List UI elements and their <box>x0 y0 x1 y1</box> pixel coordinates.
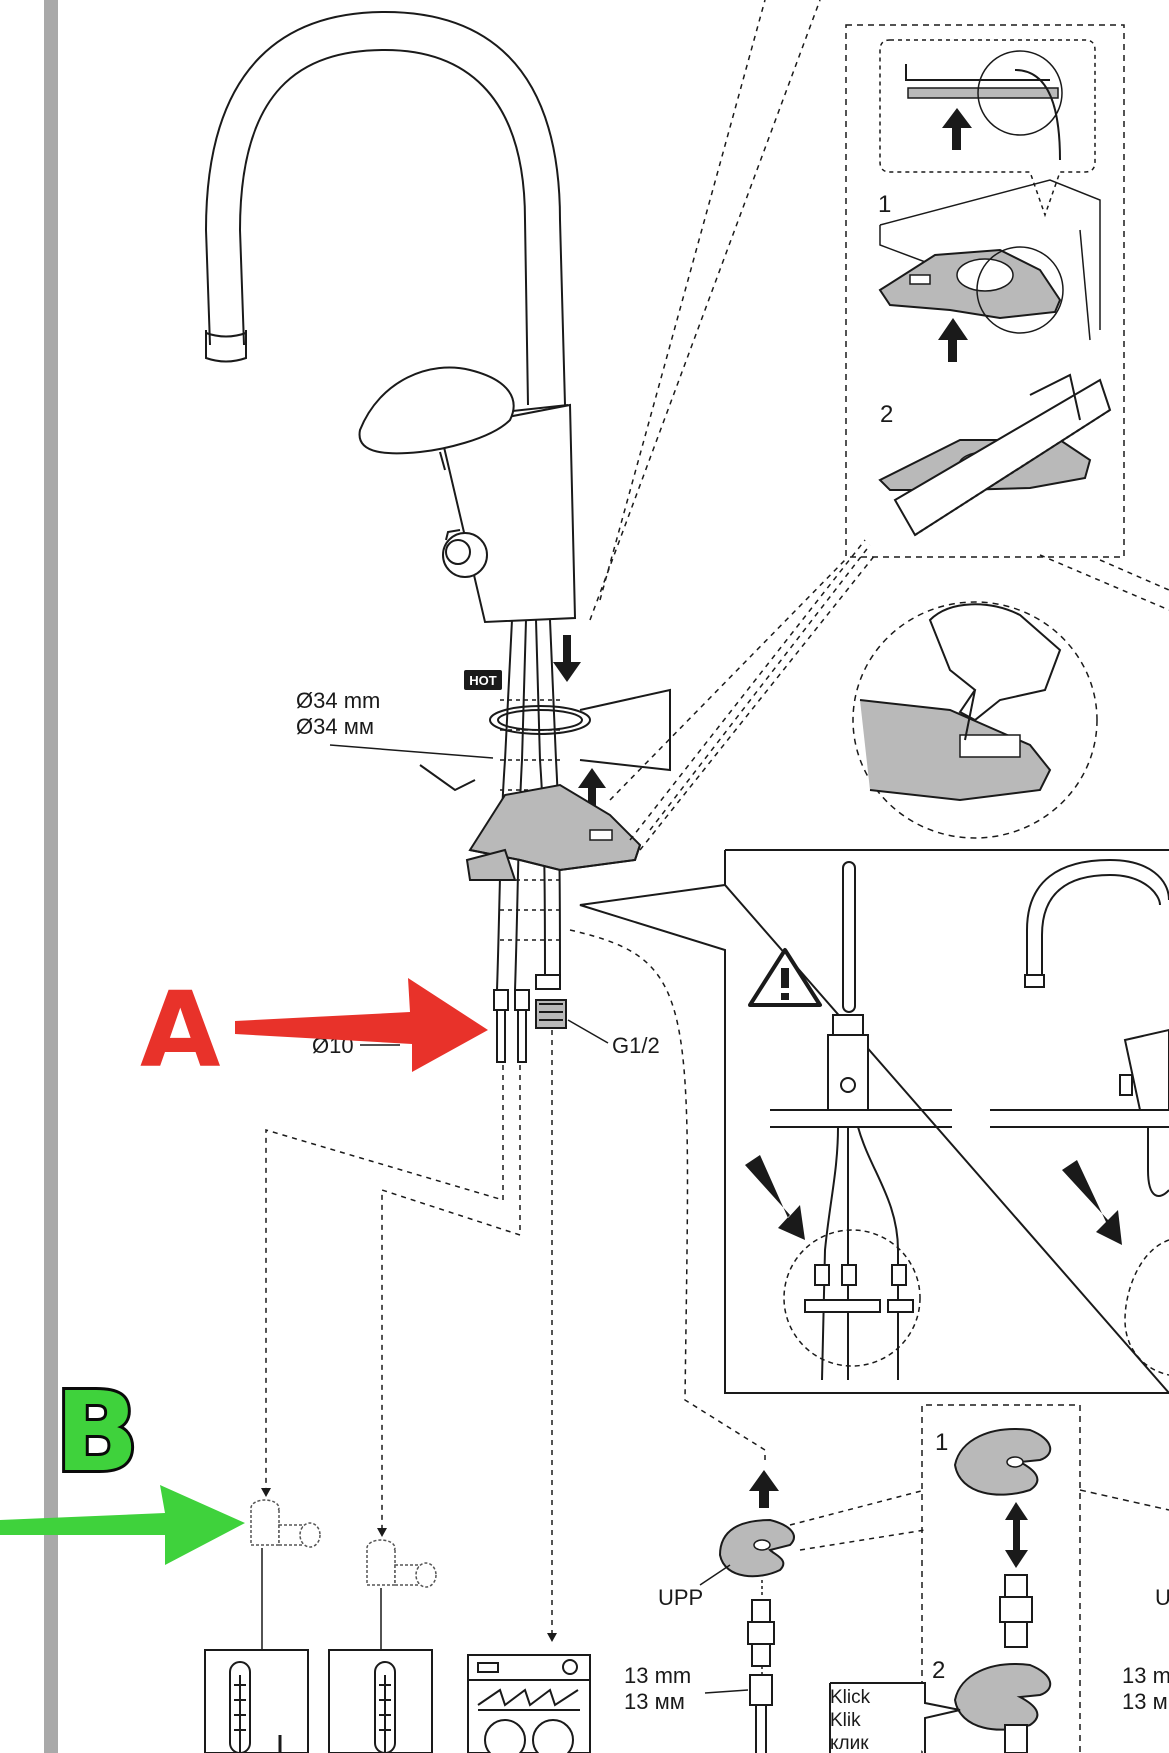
diagonal-arrow-icon <box>1062 1160 1122 1245</box>
cut-u-label: U <box>1155 1585 1169 1610</box>
margin-bar <box>44 0 58 1753</box>
ring-diameter-label-cyr: Ø34 мм <box>296 714 374 739</box>
thread-label: G1/2 <box>612 1033 660 1058</box>
callout-a: A <box>138 967 488 1093</box>
warning-panel <box>579 849 1169 1394</box>
wrench-size-label-cyr: 13 мм <box>624 1689 685 1714</box>
step-2-label: 2 <box>880 401 893 428</box>
click-label-3: клик <box>830 1733 869 1753</box>
o-ring <box>329 688 671 792</box>
callout-a-letter: A <box>140 969 221 1091</box>
valves-and-appliances <box>204 1499 591 1753</box>
cutting-instructions-panel: 1 2 <box>845 24 1125 558</box>
callout-b: B <box>0 1365 245 1565</box>
wrench-size-label: 13 mm <box>624 1663 691 1688</box>
callout-b-letter: B <box>55 1368 139 1496</box>
callout-a-arrow <box>235 978 488 1072</box>
arrow-up-icon <box>942 108 972 150</box>
arrow-up-icon <box>938 318 968 362</box>
diagonal-arrow-icon <box>745 1155 805 1240</box>
click-label-2: Klik <box>830 1710 861 1731</box>
step-1-label: 1 <box>878 191 891 218</box>
hand-icon <box>928 603 1062 741</box>
upp-clip-detail: UPP 13 mm 13 мм <box>624 1470 926 1753</box>
mounting-bracket <box>465 783 642 881</box>
clip-install-panel: 1 2 Klick Klik клик 13 m 13 м U <box>829 1404 1169 1753</box>
wrench-size-label-right: 13 m <box>1122 1663 1169 1688</box>
lower-step-2-label: 2 <box>932 1657 945 1684</box>
warning-triangle-icon <box>748 948 822 1007</box>
routing-lines <box>265 0 1169 1640</box>
sticker-detail <box>852 601 1098 839</box>
faucet-illustration <box>204 10 577 624</box>
click-label-1: Klick <box>830 1687 871 1708</box>
arrow-up-icon <box>578 768 606 813</box>
lower-step-1-label: 1 <box>935 1429 948 1456</box>
callout-b-arrow <box>0 1485 245 1565</box>
saw-icon <box>893 373 1112 537</box>
upp-label: UPP <box>658 1585 703 1610</box>
hot-tag: HOT <box>464 670 502 690</box>
arrow-down-icon <box>553 635 581 682</box>
wrench-size-label-right-cyr: 13 м <box>1122 1689 1168 1714</box>
ring-diameter-label: Ø34 mm <box>296 688 380 713</box>
routing-arrowheads <box>261 1488 557 1642</box>
hose-fittings <box>493 974 567 1063</box>
arrow-up-icon <box>749 1470 779 1508</box>
hot-tag-label: HOT <box>469 673 497 688</box>
double-arrow-icon <box>1005 1502 1028 1568</box>
